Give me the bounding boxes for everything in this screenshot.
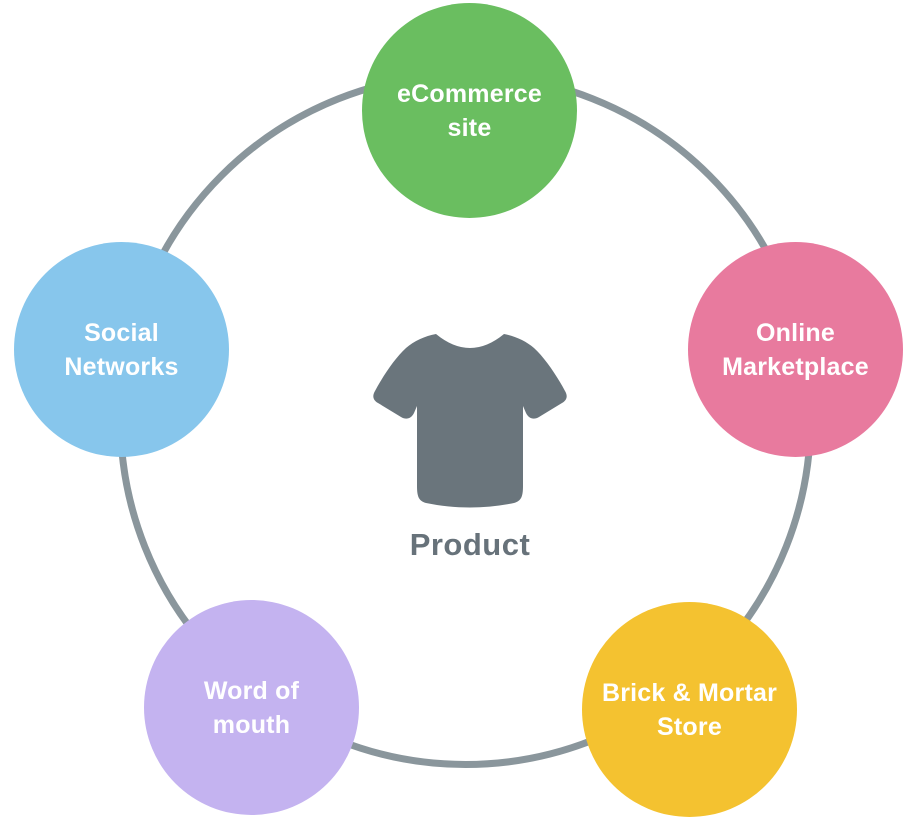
tshirt-icon-shape (373, 334, 567, 508)
node-label-line: Marketplace (722, 352, 869, 381)
node-label-line: Word of (203, 676, 300, 705)
node-online-marketplace: Online Marketplace (688, 242, 903, 457)
tshirt-icon (373, 334, 567, 508)
node-label-line: Networks (64, 352, 179, 381)
node-ecommerce-site-label: eCommerce site (397, 77, 542, 145)
node-label-line: site (447, 113, 492, 142)
product-label: Product (409, 527, 531, 562)
node-label-line: Social (84, 318, 159, 347)
node-label-line: Online (756, 318, 835, 347)
node-brick-mortar-store: Brick & Mortar Store (582, 602, 797, 817)
node-label-line: Brick & Mortar (601, 678, 778, 707)
node-label-line: mouth (212, 710, 291, 739)
node-label-line: Store (657, 712, 722, 741)
node-word-of-mouth-label: Word of mouth (204, 674, 299, 742)
node-word-of-mouth: Word of mouth (144, 600, 359, 815)
node-label-line: eCommerce (397, 79, 542, 108)
node-brick-mortar-store-label: Brick & Mortar Store (602, 676, 777, 744)
node-social-networks-label: Social Networks (64, 316, 178, 384)
node-ecommerce-site: eCommerce site (362, 3, 577, 218)
node-online-marketplace-label: Online Marketplace (722, 316, 869, 384)
node-social-networks: Social Networks (14, 242, 229, 457)
